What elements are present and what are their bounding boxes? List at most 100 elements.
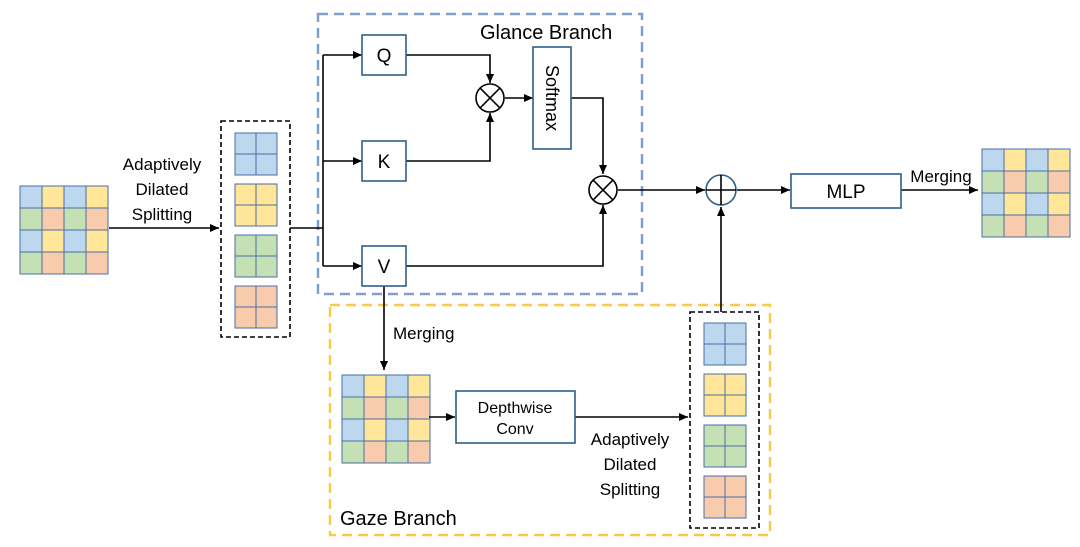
grid-cell (407, 418, 431, 442)
grid-cell (19, 207, 43, 231)
grid-cell (407, 440, 431, 464)
grid-cell (1025, 148, 1049, 172)
arrow-k-to-mul (406, 113, 494, 162)
gaze-branch-frame (328, 303, 772, 537)
grid-cell (19, 185, 43, 209)
grid-cell (1003, 214, 1027, 238)
grid-cell (1025, 192, 1049, 216)
merged-feature-grid (341, 374, 431, 464)
grid-cell (85, 229, 109, 253)
split-label-bottom-1: Adaptively (591, 430, 670, 449)
grid-cell (363, 440, 387, 464)
softmax-node: Softmax (532, 46, 572, 150)
grid-cell (41, 229, 65, 253)
depthwise-conv-node: Depthwise Conv (455, 390, 576, 444)
grid-cell (724, 322, 747, 345)
grid-cell (724, 394, 747, 417)
grid-cell (341, 374, 365, 398)
q-label: Q (377, 46, 392, 67)
split-groups-left-frame (220, 120, 291, 338)
grid-cell (41, 207, 65, 231)
grid-cell (341, 396, 365, 420)
grid-cell (724, 424, 747, 447)
grid-cell (703, 445, 726, 468)
split-groups-right-frame (689, 311, 760, 529)
grid-cell (234, 306, 257, 329)
split-label-bottom-2: Dilated (604, 455, 657, 474)
grid-cell (234, 255, 257, 278)
grid-cell (19, 251, 43, 275)
k-node: K (361, 140, 407, 182)
grid-cell (255, 234, 278, 257)
grid-cell (255, 132, 278, 155)
grid-cell (19, 229, 43, 253)
grid-cell (1003, 192, 1027, 216)
grid-cell (85, 251, 109, 275)
split-label-left-2: Dilated (136, 180, 189, 199)
arrow-q-to-mul (406, 54, 494, 83)
grid-cell (1003, 148, 1027, 172)
depthwise-label-line1: Depthwise (478, 400, 553, 417)
split-groups-right (703, 322, 747, 519)
grid-cell (703, 343, 726, 366)
grid-cell (41, 251, 65, 275)
glance-branch-label: Glance Branch (480, 22, 612, 44)
connections (109, 51, 978, 421)
grid-cell (703, 424, 726, 447)
grid-cell (255, 285, 278, 308)
grid-cell (363, 374, 387, 398)
grid-cell (724, 343, 747, 366)
grid-cell (234, 234, 257, 257)
grid-cell (1047, 148, 1071, 172)
split-label-bottom-3: Splitting (600, 480, 660, 499)
grid-cell (341, 440, 365, 464)
grid-cell (385, 374, 409, 398)
grid-cell (1047, 170, 1071, 194)
grid-cell (981, 148, 1005, 172)
grid-cell (703, 496, 726, 519)
grid-cell (255, 306, 278, 329)
grid-cell (85, 207, 109, 231)
arrow-v-to-mul2 (406, 205, 607, 267)
grid-cell (981, 170, 1005, 194)
k-label: K (378, 152, 391, 173)
grid-cell (234, 183, 257, 206)
grid-cell (981, 214, 1005, 238)
multiply-operator-1 (475, 83, 505, 113)
grid-cell (85, 185, 109, 209)
grid-cell (255, 255, 278, 278)
output-feature-grid (981, 148, 1071, 238)
grid-cell (63, 207, 87, 231)
grid-cell (981, 192, 1005, 216)
grid-cell (1047, 214, 1071, 238)
grid-cell (41, 185, 65, 209)
grid-cell (703, 394, 726, 417)
grid-cell (724, 496, 747, 519)
merge-label-v: Merging (393, 324, 454, 343)
mlp-label: MLP (826, 182, 865, 203)
grid-cell (63, 185, 87, 209)
q-node: Q (361, 34, 407, 76)
glance-branch-frame (316, 12, 644, 296)
grid-cell (363, 418, 387, 442)
grid-cell (63, 251, 87, 275)
grid-cell (385, 440, 409, 464)
merge-label-output: Merging (910, 167, 971, 186)
split-label-left-3: Splitting (132, 205, 192, 224)
grid-cell (234, 204, 257, 227)
grid-cell (255, 183, 278, 206)
split-groups-left (234, 132, 278, 329)
grid-cell (724, 475, 747, 498)
grid-cell (1025, 170, 1049, 194)
grid-cell (385, 418, 409, 442)
grid-cell (255, 204, 278, 227)
grid-cell (1003, 170, 1027, 194)
grid-cell (1047, 192, 1071, 216)
grid-cell (724, 373, 747, 396)
grid-cell (407, 396, 431, 420)
gaze-branch-label: Gaze Branch (340, 508, 457, 530)
v-label: V (378, 257, 391, 278)
grid-cell (234, 285, 257, 308)
softmax-label: Softmax (542, 65, 562, 131)
